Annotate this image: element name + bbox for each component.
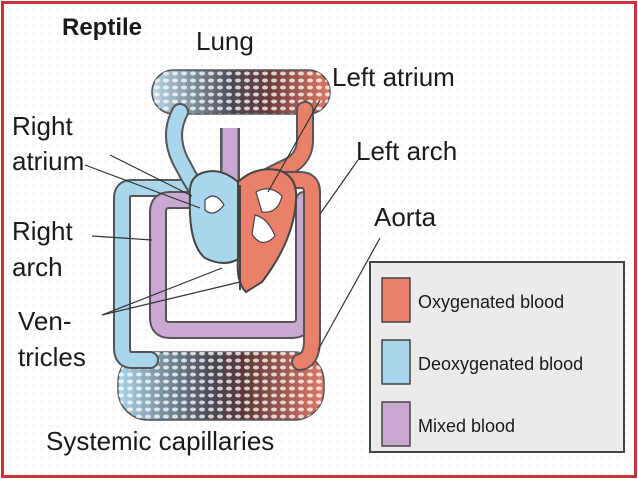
legend-label-2: Mixed blood (418, 416, 515, 436)
leader-lines (84, 99, 381, 351)
legend-label-1: Deoxygenated blood (418, 354, 583, 374)
legend-swatch-2 (381, 401, 411, 447)
label-left-arch: Left arch (356, 136, 457, 166)
label-ventricles-line1: Ven- (18, 306, 72, 336)
label-lung: Lung (196, 26, 254, 56)
heart (188, 168, 298, 294)
legend-swatch-0 (381, 277, 411, 323)
diagram-title: Reptile (62, 14, 142, 41)
label-aorta: Aorta (374, 202, 437, 232)
label-systemic-capillaries: Systemic capillaries (46, 426, 274, 456)
label-right-atrium-line1: Right (12, 111, 73, 141)
label-right-arch-line1: Right (12, 216, 73, 246)
right-atrium-chamber (188, 170, 242, 264)
label-left-atrium: Left atrium (332, 62, 455, 92)
systemic-capillaries-bed (117, 351, 325, 421)
lung-capillaries (151, 69, 331, 115)
legend-box (369, 261, 625, 453)
label-ventricles-line2: tricles (18, 342, 86, 372)
label-right-arch-line2: arch (12, 252, 63, 282)
legend-label-0: Oxygenated blood (418, 292, 564, 312)
label-right-atrium-line2: atrium (12, 146, 84, 176)
legend-swatch-1 (381, 339, 411, 385)
